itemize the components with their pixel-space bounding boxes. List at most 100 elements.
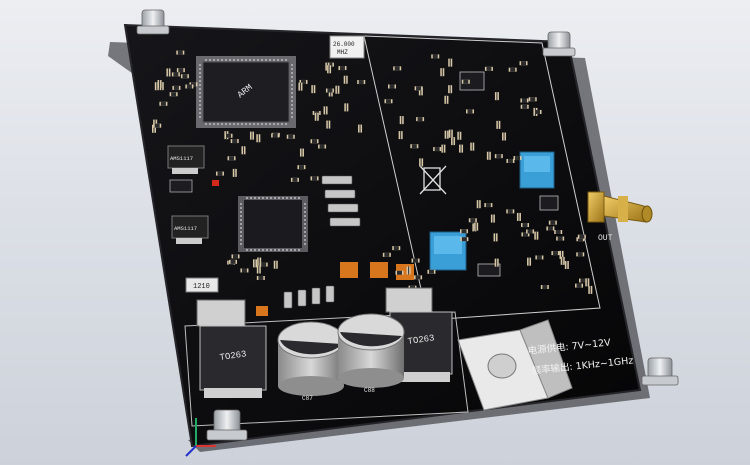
smd-part-body xyxy=(358,80,364,85)
smd-part-body xyxy=(159,80,161,89)
smd-part-body xyxy=(258,275,264,280)
smd-part-body xyxy=(408,266,410,275)
smd-part-body xyxy=(555,230,561,235)
smd-component-field xyxy=(152,50,593,294)
red-led xyxy=(212,180,219,186)
secondary-ic xyxy=(238,196,308,252)
smd-part-body xyxy=(327,120,329,129)
smd-part-body xyxy=(327,62,333,67)
smd-part-body xyxy=(460,144,462,153)
smd-part-body xyxy=(299,82,301,91)
smd-part-body xyxy=(345,75,347,84)
smd-part-body xyxy=(359,124,361,133)
to263-left-label: TO263 xyxy=(219,349,247,363)
smd-part-body xyxy=(488,151,490,160)
smd-part-body xyxy=(233,254,239,259)
smd-part-body xyxy=(251,131,253,140)
to263-right-label: TO263 xyxy=(407,333,435,347)
rf-ic-top xyxy=(459,71,485,91)
smd-part-body xyxy=(497,120,499,129)
smd-part-body xyxy=(300,79,306,84)
smd-part-body xyxy=(586,278,588,287)
smd-part-body xyxy=(413,258,419,263)
smd-part-body xyxy=(528,257,530,266)
smd-part-body xyxy=(312,85,314,94)
smd-part-body xyxy=(522,232,528,237)
crystal-sub: MHZ xyxy=(337,49,348,56)
smd-part-body xyxy=(441,68,443,77)
smd-part-body xyxy=(566,261,568,270)
smd-part-body xyxy=(449,85,451,94)
smd-part-body xyxy=(467,109,473,114)
axis-triad xyxy=(185,418,216,457)
smd-part-body xyxy=(577,237,583,242)
smd-part-body xyxy=(298,165,304,170)
smd-part-body xyxy=(527,229,533,234)
smd-part-body xyxy=(470,218,476,223)
smd-part-body xyxy=(503,132,505,141)
smd-part-body xyxy=(496,154,502,159)
smd-part-body xyxy=(288,134,294,139)
standoff-top-right xyxy=(542,31,576,57)
regulator-2: AMS1117 xyxy=(171,215,209,244)
smd-part-body xyxy=(550,220,556,225)
standoff-bottom-left xyxy=(206,409,248,441)
sot-part xyxy=(169,179,193,193)
smd-part-body xyxy=(411,144,417,149)
blue-trimmer-top xyxy=(519,151,555,189)
smd-part-body xyxy=(232,139,238,144)
smd-part-body xyxy=(312,139,318,144)
smd-part-body xyxy=(173,72,179,77)
smd-part-body xyxy=(463,79,469,84)
smd-part-body xyxy=(562,256,564,265)
smd-part-body xyxy=(154,123,160,128)
smd-part-body xyxy=(518,212,520,221)
smd-part-body xyxy=(217,171,223,176)
smd-part-body xyxy=(492,214,494,223)
smd-part-body xyxy=(560,250,562,259)
smd-part-body xyxy=(401,116,403,125)
smd-part-body xyxy=(178,68,184,73)
smd-part-body xyxy=(234,168,236,177)
weee-symbol xyxy=(419,165,447,195)
smd-part-body xyxy=(576,283,582,288)
smd-part-body xyxy=(312,176,318,181)
mcu-chip: ARM xyxy=(196,56,296,128)
sma-label: OUT xyxy=(598,234,613,243)
smd-part-body xyxy=(394,66,400,71)
smd-part-body xyxy=(393,246,399,251)
smd-part-body xyxy=(182,74,188,79)
smd-part-body xyxy=(384,252,390,257)
blue-trimmer-bottom xyxy=(429,231,467,271)
smd-part-body xyxy=(557,236,563,241)
smd-part-body xyxy=(171,92,177,97)
smd-part-body xyxy=(530,97,536,102)
smd-part-body xyxy=(535,231,537,240)
smd-part-body xyxy=(475,222,477,231)
smd-part-body xyxy=(589,285,591,294)
smd-part-body xyxy=(428,269,434,274)
smd-part-body xyxy=(325,106,327,115)
smd-part-body xyxy=(461,237,467,242)
dc-power-jack xyxy=(457,319,573,411)
smd-part-body xyxy=(580,278,586,283)
smd-part-body xyxy=(416,86,422,91)
smd-part-body xyxy=(420,87,422,96)
smd-part-body xyxy=(449,58,451,67)
smd-part-body xyxy=(400,131,402,140)
smd-part-body xyxy=(471,142,473,151)
smd-part-body xyxy=(316,112,318,121)
module-label: 1210 xyxy=(193,283,210,291)
smd-part-body xyxy=(226,133,232,138)
smd-part-body xyxy=(327,88,333,93)
electrolytic-cap-right: C88 xyxy=(337,313,405,394)
smd-part-body xyxy=(461,229,467,234)
smd-part-body xyxy=(154,119,156,128)
crystal-oscillator: 26.000 MHZ xyxy=(329,35,365,59)
smd-part-body xyxy=(173,85,179,90)
smd-part-body xyxy=(258,265,260,274)
module-1210: 1210 xyxy=(185,277,219,293)
smd-part-body xyxy=(241,268,247,273)
smd-part-body xyxy=(450,129,452,138)
